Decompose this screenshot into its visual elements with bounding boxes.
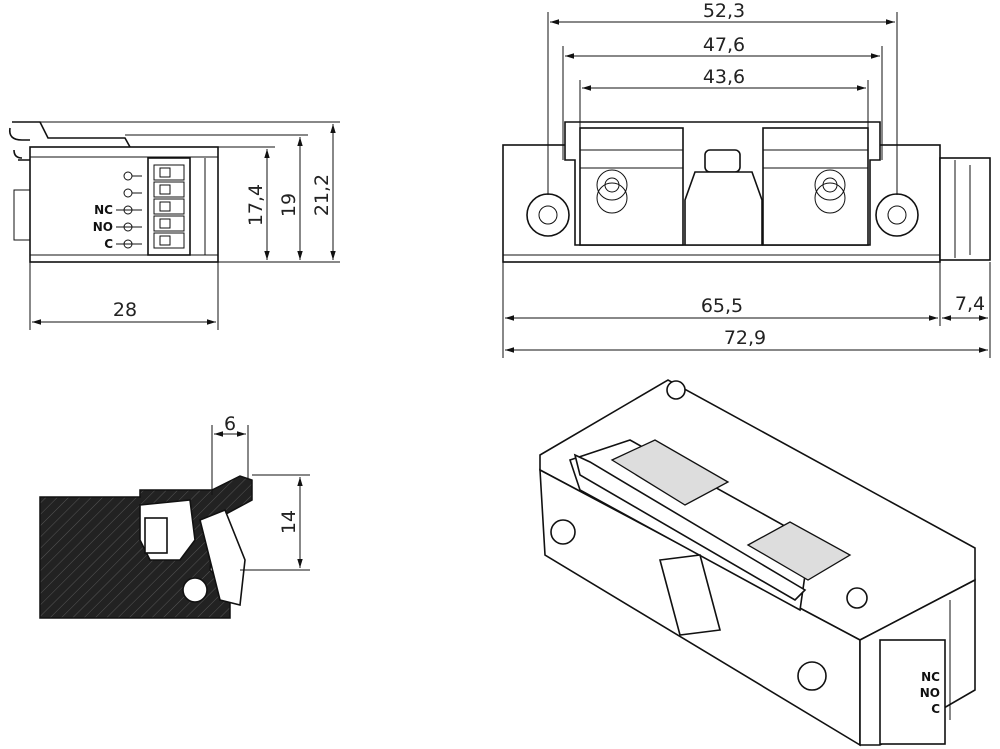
side-view: NC NO C 17,4 19 21,2 28 xyxy=(8,121,340,330)
label-no: NO xyxy=(93,220,113,234)
dim-7-4: 7,4 xyxy=(955,293,985,315)
iso-label-no: NO xyxy=(920,686,940,700)
section-view: 6 14 xyxy=(39,413,310,619)
dim-14: 14 xyxy=(278,510,300,534)
iso-label-c: C xyxy=(931,702,940,716)
label-c: C xyxy=(104,237,113,251)
terminal-block xyxy=(147,157,206,256)
front-view: 52,3 47,6 43,6 65,5 7,4 72,9 xyxy=(502,0,991,358)
screw-top-icon xyxy=(666,380,686,400)
screw-front-right-icon xyxy=(797,661,827,691)
screw-right-icon xyxy=(875,193,919,237)
screw-front-left-icon xyxy=(550,519,576,545)
dim-43-6: 43,6 xyxy=(703,66,745,88)
terminal-symbols xyxy=(116,171,142,249)
iso-label-nc: NC xyxy=(921,670,940,684)
screw-left-icon xyxy=(526,193,570,237)
dim-72-9: 72,9 xyxy=(724,327,766,349)
iso-terminal-cover xyxy=(879,639,946,745)
clamp-top xyxy=(12,121,131,148)
screw-side-icon xyxy=(846,587,868,609)
dim-19: 19 xyxy=(278,193,300,217)
dim-17-4: 17,4 xyxy=(245,184,267,226)
dim-47-6: 47,6 xyxy=(703,34,745,56)
dim-28: 28 xyxy=(113,299,137,321)
label-nc: NC xyxy=(94,203,113,217)
isometric-view: NC NO C xyxy=(539,379,976,747)
dim-65-5: 65,5 xyxy=(701,295,743,317)
dim-52-3: 52,3 xyxy=(703,0,745,22)
dim-6: 6 xyxy=(224,413,236,435)
dim-21-2: 21,2 xyxy=(311,174,333,216)
front-extension xyxy=(939,157,991,261)
